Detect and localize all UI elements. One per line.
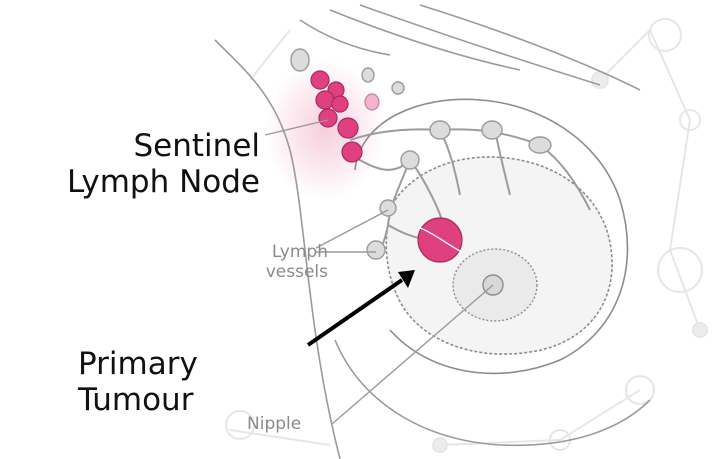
lymph-label-line1: Lymph xyxy=(248,242,328,262)
tumour-label-line1: Primary xyxy=(78,346,198,382)
tumour-label-line2: Tumour xyxy=(78,382,198,418)
lymph-label-line2: vessels xyxy=(248,262,328,282)
sentinel-label-line2: Lymph Node xyxy=(67,164,260,200)
primary-tumour xyxy=(418,218,462,262)
sentinel-lymph-node-label: Sentinel Lymph Node xyxy=(67,128,260,200)
nipple-label: Nipple xyxy=(247,414,301,434)
sentinel-label-line1: Sentinel xyxy=(67,128,260,164)
nipple xyxy=(453,249,537,321)
lymph-vessels-label: Lymph vessels xyxy=(248,242,328,282)
primary-tumour-label: Primary Tumour xyxy=(78,346,198,418)
